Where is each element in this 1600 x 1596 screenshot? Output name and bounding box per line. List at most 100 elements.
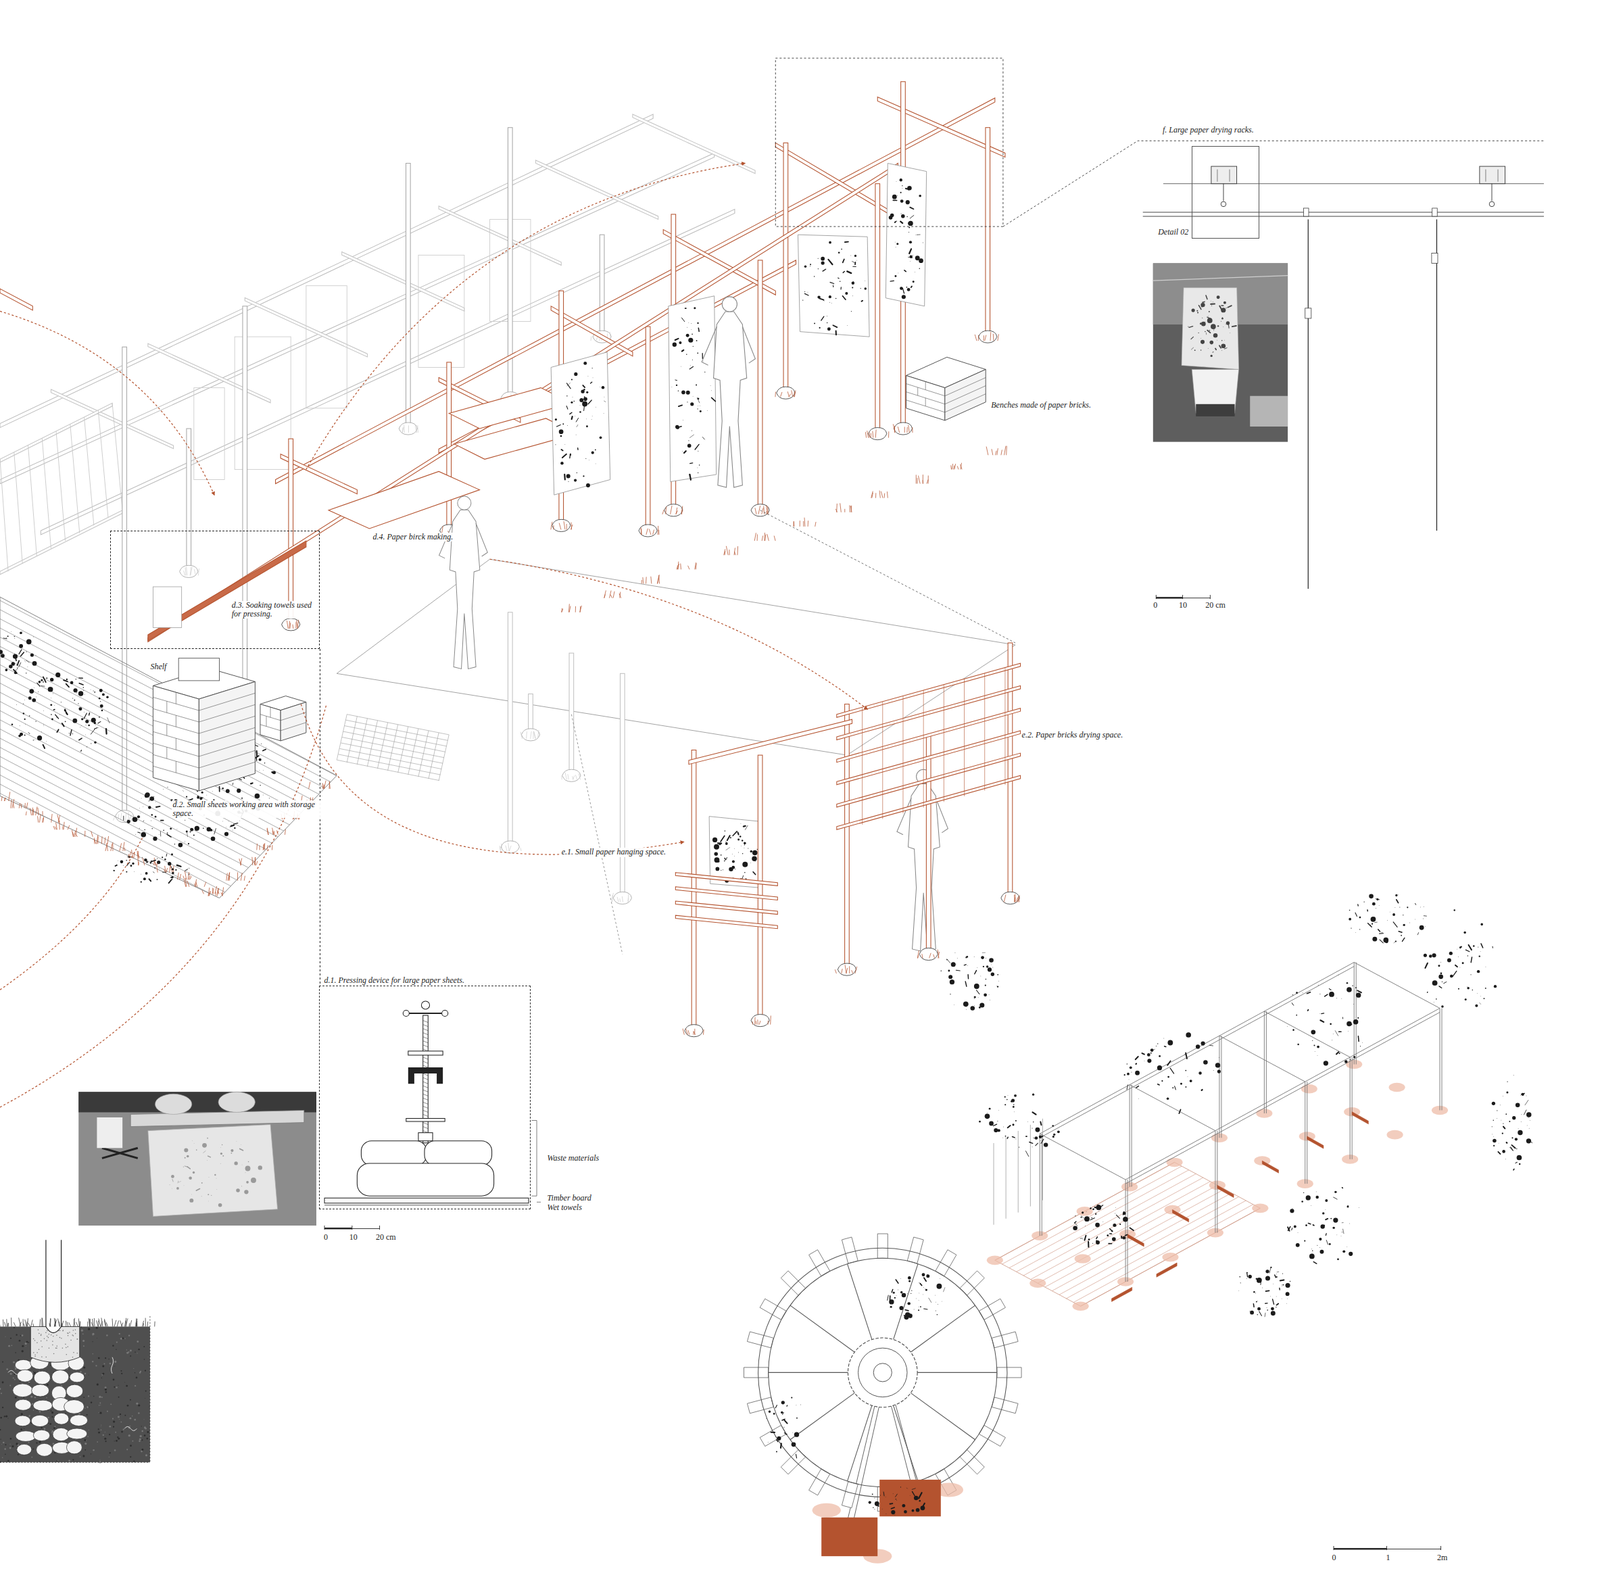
ink-streak: [239, 1148, 244, 1150]
ink-streak: [1191, 336, 1194, 339]
ink-splatter: [718, 842, 721, 845]
footing-pad: [1389, 1082, 1406, 1093]
ink-splatter: [139, 812, 141, 814]
ink-splatter: [0, 653, 5, 658]
frame-line: [1042, 1118, 1044, 1201]
timber-post: [757, 260, 763, 511]
ink-streak: [1205, 332, 1207, 335]
brick-joint: [270, 707, 272, 718]
ink-streak: [156, 806, 161, 808]
ink-splatter: [743, 846, 745, 849]
ink-splatter: [162, 788, 164, 790]
ink-splatter: [18, 644, 23, 649]
ink-splatter: [892, 200, 895, 203]
ink-splatter: [571, 396, 574, 399]
ink-streak: [137, 832, 141, 833]
ink-streak: [1142, 1053, 1145, 1055]
soil-grain: [141, 1448, 144, 1451]
rack-line: [345, 719, 448, 741]
ink-splatter: [187, 842, 190, 845]
thread: [423, 1045, 429, 1048]
ink-streak: [105, 728, 108, 735]
ink-splatter: [225, 788, 230, 793]
ink-streak: [1025, 1151, 1029, 1157]
ink-splatter: [106, 695, 109, 698]
soil-grain: [139, 1371, 141, 1373]
ink-splatter: [909, 250, 912, 252]
brick-joint: [198, 704, 255, 722]
ink-splatter: [154, 801, 157, 803]
ink-splatter: [864, 287, 868, 290]
ink-splatter: [915, 234, 917, 236]
ink-splatter: [125, 871, 128, 873]
rack-line: [344, 725, 447, 747]
soil-grain: [139, 1435, 142, 1438]
timber-post: [875, 183, 881, 434]
soil-grain: [25, 1342, 28, 1345]
ink-splatter: [140, 797, 142, 799]
timber-post: [599, 234, 605, 337]
ink-streak: [909, 248, 912, 254]
ink-splatter: [742, 853, 743, 854]
ink-streak: [909, 207, 914, 210]
ink-splatter: [1157, 1065, 1162, 1071]
ink-splatter: [1129, 1065, 1133, 1069]
soil-grain: [11, 1345, 13, 1347]
ink-streak: [828, 259, 833, 265]
ink-streak: [83, 713, 87, 719]
soil-grain: [90, 1401, 93, 1404]
press-device: [324, 1001, 541, 1230]
thread: [423, 1097, 429, 1100]
ink-splatter: [582, 401, 588, 407]
ink-splatter: [241, 1164, 243, 1166]
soil-grain: [13, 1373, 15, 1375]
ink-splatter: [809, 265, 811, 267]
soil-grain: [143, 1397, 146, 1399]
ink-splatter: [1180, 1082, 1183, 1085]
ink-splatter: [1191, 308, 1196, 312]
concrete-speck: [41, 1355, 43, 1358]
concrete-speck: [59, 1337, 61, 1339]
ink-streak: [832, 285, 834, 288]
ink-streak: [6, 637, 7, 639]
ink-splatter: [691, 333, 693, 336]
soil-grain: [141, 1425, 142, 1427]
ink-splatter: [586, 483, 591, 488]
ink-splatter: [211, 790, 213, 793]
grass-tuft: [1003, 894, 1020, 903]
drying-platform: [336, 559, 1016, 904]
ink-streak: [166, 853, 168, 857]
timber-beam: [675, 901, 778, 915]
ink-splatter: [984, 1113, 991, 1120]
ink-streak: [900, 221, 903, 224]
ink-streak: [142, 820, 144, 822]
ink-splatter: [900, 199, 904, 203]
ink-streak: [1040, 1121, 1041, 1125]
soil-grain: [140, 1450, 143, 1453]
soil-grain: [102, 1364, 105, 1367]
ink-streak: [1191, 347, 1194, 350]
soil-grain: [98, 1431, 101, 1434]
ink-splatter: [58, 675, 60, 678]
ink-splatter: [235, 1188, 240, 1193]
ink-splatter: [807, 291, 809, 293]
ink-splatter: [93, 721, 96, 724]
ink-splatter: [1212, 1069, 1215, 1071]
soil-grain: [35, 1441, 38, 1444]
soil-grain: [4, 1415, 6, 1417]
post-line: [1214, 1130, 1216, 1233]
soil-grain: [10, 1437, 12, 1440]
platform-top: [336, 559, 1016, 756]
concrete-speck: [52, 1344, 54, 1346]
ink-streak: [1207, 317, 1211, 319]
ink-streak: [153, 871, 155, 873]
deck-slat: [0, 406, 368, 609]
ink-splatter: [590, 418, 593, 420]
ink-streak: [1189, 326, 1194, 328]
ink-streak: [70, 730, 72, 736]
flow-arrow: [300, 704, 684, 855]
soil-grain: [106, 1334, 109, 1337]
ink-streak: [233, 823, 238, 824]
ink-splatter: [206, 828, 208, 831]
soil-grain: [88, 1429, 90, 1431]
